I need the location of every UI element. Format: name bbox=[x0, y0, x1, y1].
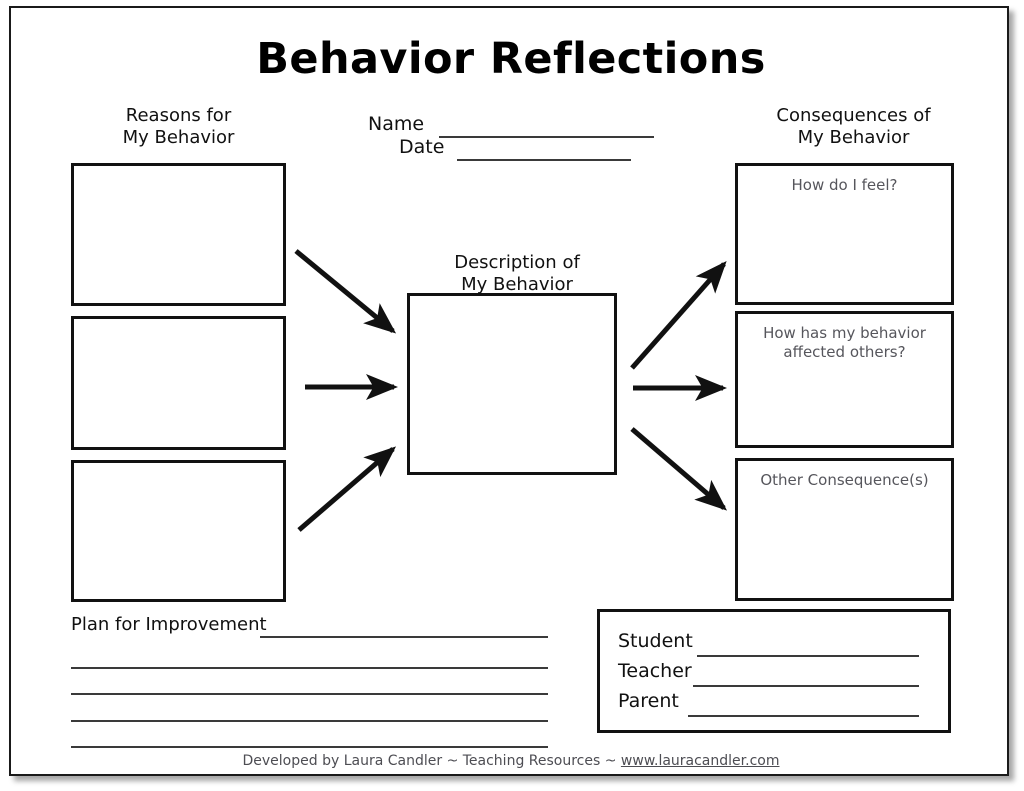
footer-credit: Developed by Laura Candler ~ Teaching Re… bbox=[11, 753, 1011, 769]
parent-label: Parent bbox=[618, 690, 679, 712]
date-input-line[interactable] bbox=[457, 159, 631, 161]
consequence-box-2-prompt-line-2: affected others? bbox=[783, 343, 906, 361]
plan-line-4[interactable] bbox=[71, 746, 548, 748]
consequence-box-2-prompt-line-1: How has my behavior bbox=[763, 324, 926, 342]
plan-for-improvement-label: Plan for Improvement bbox=[71, 614, 267, 635]
teacher-signature-line[interactable] bbox=[693, 685, 919, 687]
consequences-heading-line-1: Consequences of bbox=[776, 105, 931, 126]
flow-arrows bbox=[294, 249, 728, 532]
consequence-box-1-prompt: How do I feel? bbox=[738, 176, 951, 195]
arrow-description-to-consequence-1 bbox=[630, 261, 727, 370]
reasons-column-heading: Reasons for My Behavior bbox=[71, 105, 286, 149]
consequence-box-3-prompt-line-1: Other Consequence(s) bbox=[760, 471, 929, 489]
arrow-description-to-consequence-3 bbox=[630, 427, 728, 511]
reasons-heading-line-1: Reasons for bbox=[125, 105, 232, 126]
reasons-heading-line-2: My Behavior bbox=[122, 127, 235, 148]
teacher-label: Teacher bbox=[618, 660, 692, 682]
student-signature-line[interactable] bbox=[697, 655, 919, 657]
consequence-box-3-prompt: Other Consequence(s) bbox=[738, 471, 951, 490]
parent-signature-line[interactable] bbox=[688, 715, 919, 717]
footer-credit-text: Developed by Laura Candler ~ Teaching Re… bbox=[242, 753, 621, 769]
plan-line-1[interactable] bbox=[71, 667, 548, 669]
consequence-box-1[interactable]: How do I feel? bbox=[735, 163, 954, 305]
consequence-box-2[interactable]: How has my behavior affected others? bbox=[735, 311, 954, 448]
arrow-reason-1-to-description bbox=[294, 249, 397, 334]
name-label: Name bbox=[368, 113, 425, 135]
footer-url[interactable]: www.lauracandler.com bbox=[620, 753, 780, 769]
consequences-column-heading: Consequences of My Behavior bbox=[744, 105, 963, 149]
consequence-box-3[interactable]: Other Consequence(s) bbox=[735, 458, 954, 601]
consequence-box-2-prompt: How has my behavior affected others? bbox=[738, 324, 951, 362]
consequence-box-1-prompt-line-1: How do I feel? bbox=[791, 176, 898, 194]
name-input-line[interactable] bbox=[439, 136, 654, 138]
description-heading-line-2: My Behavior bbox=[461, 274, 573, 295]
page-title: Behavior Reflections bbox=[256, 34, 766, 84]
description-heading-line-1: Description of bbox=[454, 252, 580, 273]
plan-line-0[interactable] bbox=[260, 636, 548, 638]
worksheet-page: Behavior Reflections Reasons for My Beha… bbox=[9, 6, 1009, 776]
consequences-heading-line-2: My Behavior bbox=[797, 127, 910, 148]
student-label: Student bbox=[618, 630, 693, 652]
plan-line-2[interactable] bbox=[71, 693, 548, 695]
reason-box-2[interactable] bbox=[71, 316, 286, 450]
description-box[interactable] bbox=[407, 293, 617, 475]
plan-line-3[interactable] bbox=[71, 720, 548, 722]
arrow-reason-3-to-description bbox=[297, 446, 397, 532]
reason-box-1[interactable] bbox=[71, 163, 286, 306]
signature-box: Student Teacher Parent bbox=[597, 609, 951, 733]
date-label: Date bbox=[399, 136, 445, 158]
description-heading: Description of My Behavior bbox=[407, 252, 627, 296]
reason-box-3[interactable] bbox=[71, 460, 286, 602]
